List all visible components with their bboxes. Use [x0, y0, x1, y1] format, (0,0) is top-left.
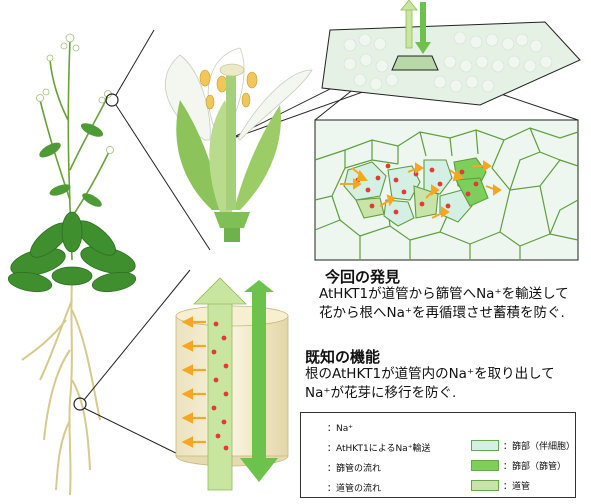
plant-cauline-leaves — [39, 123, 104, 207]
transport-arrows-root — [181, 316, 206, 448]
legend-box: ：Na⁺ ：AtHKT1によるNa⁺輸送 ：篩管の流れ ：道管の流れ ：篩部（伴… — [300, 412, 576, 498]
flower-illustration — [164, 47, 313, 242]
legend-phloem-flow-label: ：篩管の流れ — [327, 464, 382, 474]
new-finding-line1: AtHKT1が道管から篩管へNa⁺を輸送して — [319, 286, 569, 302]
new-finding-title: 今回の発見 — [325, 268, 401, 286]
legend-phloem-companion-label: ：篩部（伴細胞） — [503, 442, 576, 452]
legend-transport-label: ：AtHKT1によるNa⁺輸送 — [327, 444, 431, 454]
root-zoom-circle — [73, 397, 87, 411]
legend-xylem-label: ：道管 — [503, 482, 531, 492]
root-cross-section — [175, 277, 289, 491]
arabidopsis-plant — [7, 33, 137, 496]
sieve-tube-swatch — [471, 460, 499, 471]
plant-flowers — [36, 33, 114, 154]
legend-phloem-flow: ：篩管の流れ — [323, 461, 381, 474]
known-function-line2: Na⁺が花芽に移行を防ぐ. — [305, 385, 457, 401]
xylem-swatch — [471, 480, 499, 491]
plant-stems — [39, 39, 111, 261]
new-finding-line2: 花から根へNa⁺を再循環させ蓄積を防ぐ. — [319, 305, 565, 321]
companion-cell-swatch — [471, 440, 499, 451]
legend-na: ：Na⁺ — [323, 421, 353, 434]
plant-roots — [21, 279, 101, 496]
legend-phloem-sieve-label: ：篩部（篩管） — [503, 462, 567, 472]
known-function-title: 既知の機能 — [305, 348, 381, 366]
plant-rosette — [7, 211, 137, 293]
legend-na-label: ：Na⁺ — [327, 424, 353, 434]
legend-transport: ：AtHKT1によるNa⁺輸送 — [323, 441, 430, 454]
legend-phloem-companion: ：篩部（伴細胞） — [471, 439, 575, 452]
legend-phloem-sieve: ：篩部（篩管） — [471, 459, 566, 472]
flower-zoom-circle — [105, 93, 119, 107]
cellular-detail-box — [314, 119, 579, 261]
legend-xylem-flow-label: ：道管の流れ — [327, 484, 382, 494]
legend-xylem: ：道管 — [471, 479, 530, 492]
legend-xylem-flow: ：道管の流れ — [323, 481, 381, 494]
tissue-flow-arrows — [400, 0, 431, 54]
tissue-cross-section — [321, 0, 581, 106]
na-ions-root — [211, 321, 229, 451]
transport-arrows-detail — [340, 160, 502, 219]
known-function-line1: 根のAtHKT1が道管内のNa⁺を取り出して — [305, 366, 555, 382]
